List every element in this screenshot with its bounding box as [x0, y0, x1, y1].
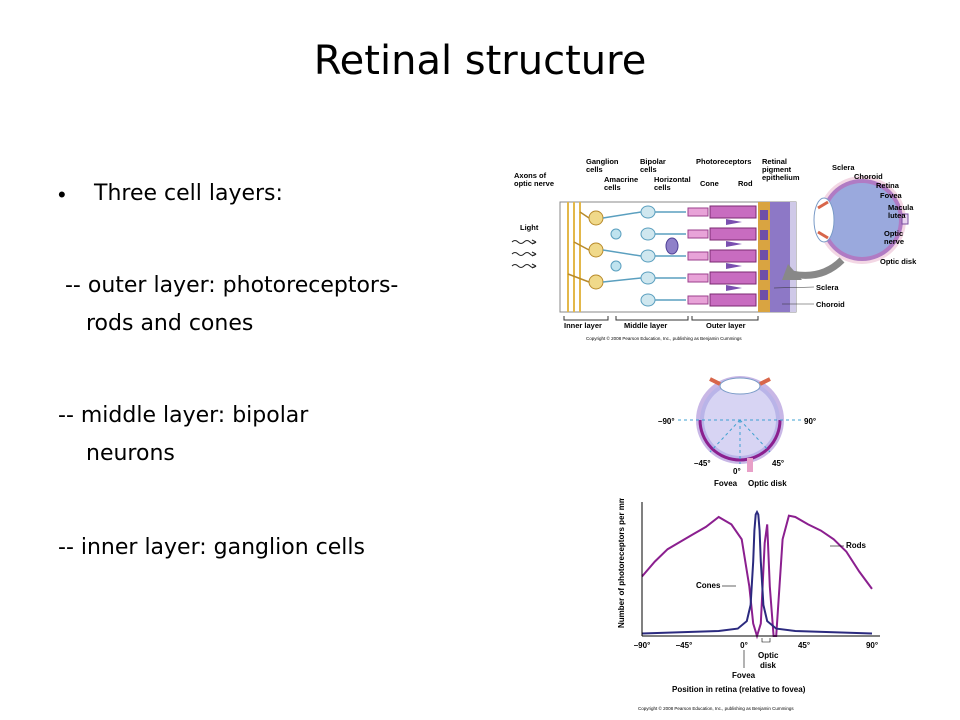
label-choroid-top: Choroid — [854, 172, 883, 181]
label-optic-disk: Optic disk — [880, 257, 917, 266]
chart-layer — [641, 509, 873, 640]
annotation-fovea: Fovea — [732, 671, 756, 680]
label-plus45: 45° — [772, 459, 784, 468]
label-cone: Cone — [700, 179, 719, 188]
label-horizontal-2: cells — [654, 183, 671, 192]
x-tick-label: 45° — [798, 641, 810, 650]
page-title: Retinal structure — [313, 38, 647, 84]
y-axis-label: Number of photoreceptors per mm² — [617, 498, 626, 628]
label-plus90: 90° — [804, 417, 816, 426]
label-fovea-eye: Fovea — [714, 479, 738, 488]
label-outer-layer: Outer layer — [706, 321, 746, 330]
annotation-cones: Cones — [696, 581, 721, 590]
label-bipolar-1: Bipolar — [640, 157, 666, 166]
label-rpe-3: epithelium — [762, 173, 800, 182]
series-line-cones — [641, 509, 873, 635]
label-macula-2: lutea — [888, 211, 906, 220]
label-fovea: Fovea — [880, 191, 903, 200]
label-optic-nerve-2: nerve — [884, 237, 904, 246]
label-ganglion-2: cells — [586, 165, 603, 174]
label-bipolar-2: cells — [640, 165, 657, 174]
label-choroid-bottom: Choroid — [816, 300, 845, 309]
label-photoreceptors: Photoreceptors — [696, 157, 751, 166]
label-axons-1: Axons of — [514, 171, 547, 180]
photoreceptor-density-chart: Number of photoreceptors per mm² Positio… — [617, 498, 880, 711]
outer-layer-line2: rods and cones — [86, 311, 254, 336]
annotation-rods: Rods — [846, 541, 867, 550]
x-tick-label: –45° — [676, 641, 693, 650]
label-rpe-1: Retinal — [762, 157, 787, 166]
retina-copyright: Copyright © 2008 Pearson Education, Inc.… — [586, 335, 742, 341]
label-rod: Rod — [738, 179, 753, 188]
label-light: Light — [520, 223, 539, 232]
label-rpe-2: pigment — [762, 165, 792, 174]
annotation-optic-disk-1: Optic — [758, 651, 779, 660]
label-amacrine-2: cells — [604, 183, 621, 192]
label-ganglion-1: Ganglion — [586, 157, 619, 166]
series-line-rods — [641, 514, 873, 640]
middle-layer-line2: neurons — [86, 441, 175, 466]
bullet-three-cell-layers: Three cell layers: — [94, 181, 283, 206]
x-tick-label: –90° — [634, 641, 651, 650]
x-tick-label: 0° — [740, 641, 748, 650]
retina-diagram: Axons of optic nerve Ganglion cells Amac… — [511, 157, 917, 341]
x-tick-label: 90° — [866, 641, 878, 650]
label-optic-nerve-1: Optic — [884, 229, 903, 238]
x-axis-label: Position in retina (relative to fovea) — [672, 685, 806, 694]
label-horizontal-1: Horizontal — [654, 175, 691, 184]
inner-layer-line: -- inner layer: ganglion cells — [58, 535, 365, 560]
chart-copyright: Copyright © 2008 Pearson Education, Inc.… — [638, 705, 794, 711]
label-optic-disk-eye: Optic disk — [748, 479, 787, 488]
label-middle-layer: Middle layer — [624, 321, 667, 330]
label-inner-layer: Inner layer — [564, 321, 602, 330]
label-retina: Retina — [876, 181, 900, 190]
label-axons-2: optic nerve — [514, 179, 554, 188]
label-macula-1: Macula — [888, 203, 914, 212]
label-minus90: –90° — [658, 417, 675, 426]
annotation-optic-disk-2: disk — [760, 661, 777, 670]
label-minus45: –45° — [694, 459, 711, 468]
label-zero: 0° — [733, 467, 741, 476]
bullet-dot: • — [58, 182, 66, 207]
eye-angle-diagram: –90° 90° –45° 45° 0° Fovea Optic disk — [658, 376, 816, 488]
label-amacrine-1: Amacrine — [604, 175, 638, 184]
label-sclera-top: Sclera — [832, 163, 855, 172]
middle-layer-line1: -- middle layer: bipolar — [58, 403, 309, 428]
label-sclera-bottom: Sclera — [816, 283, 839, 292]
outer-layer-line1: -- outer layer: photoreceptors- — [58, 273, 399, 298]
